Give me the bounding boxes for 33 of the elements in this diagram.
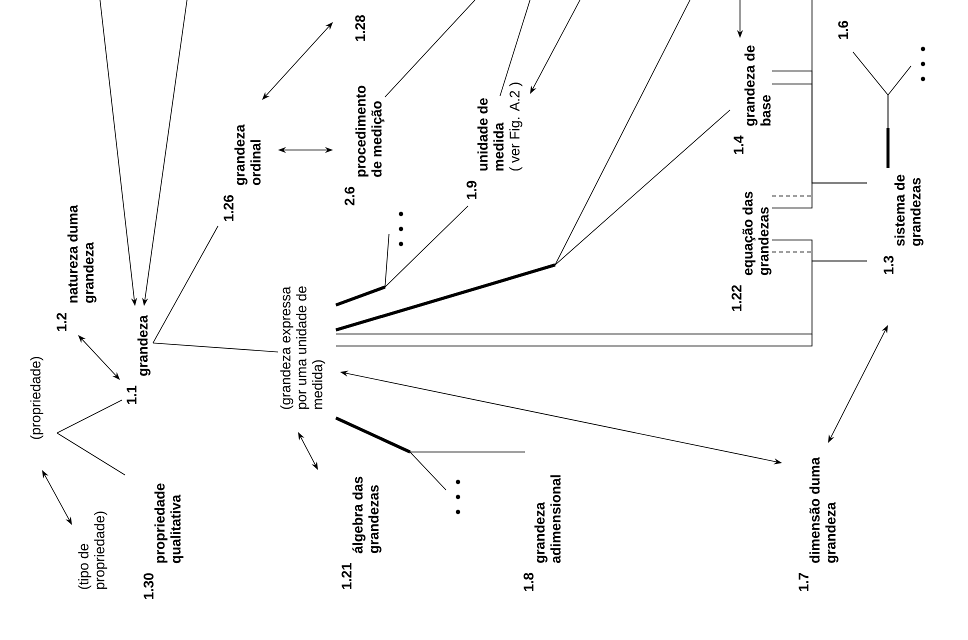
connector (56, 400, 122, 434)
term-label: 1.2 natureza duma grandeza (56, 204, 96, 331)
connector (335, 416, 446, 490)
connector (886, 66, 912, 168)
connector (56, 432, 126, 476)
term-label: (grandeza expressa por uma unidade de medida) (280, 286, 326, 409)
term-label: 1.1 grandeza (126, 315, 150, 404)
connector (152, 226, 218, 344)
term-label: (tipo de propriedade) (78, 512, 108, 589)
connector (152, 342, 278, 352)
term-label: 2.6 procedimento de medição (344, 86, 384, 206)
term-label: 1.8 grandeza adimensional (524, 475, 561, 591)
term-label: 1.7 dimensão duma grandeza (798, 457, 838, 591)
connector (384, 0, 476, 98)
term-label: 1.9 unidade de medida ( ver Fig. A.2 ) (466, 82, 522, 199)
connector (262, 22, 333, 100)
ellipsis-dots (456, 480, 460, 514)
connector (336, 260, 868, 334)
connector (336, 0, 690, 332)
term-label: 1.21 álgebra das grandezas (342, 476, 382, 589)
term-label: (propriedade) (30, 356, 44, 439)
connector (78, 335, 120, 380)
ellipsis-dots (398, 212, 404, 246)
connector (335, 234, 390, 306)
ellipsis-dots (920, 46, 926, 82)
term-label: 1.30 propriedade qualitativa (144, 484, 184, 599)
term-label: 1.4 grandeza de base (734, 46, 771, 154)
term-label: 1.28 (355, 15, 366, 41)
term-label: 1.26 grandeza ordinal (224, 124, 261, 221)
term-label: 1.6 (838, 20, 848, 39)
connector (500, 0, 530, 96)
term-label: 1.22 equação das grandezas (732, 192, 772, 311)
term-label: 1.3 sistema de grandezas (884, 174, 924, 274)
